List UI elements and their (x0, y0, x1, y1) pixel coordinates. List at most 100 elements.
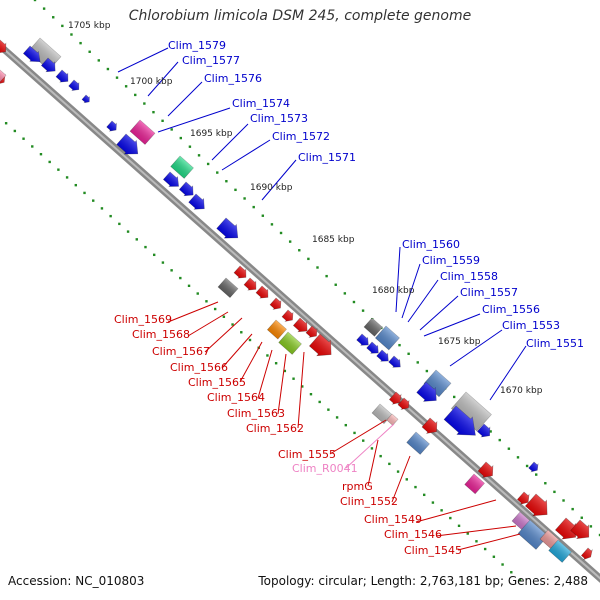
tick-dot (144, 245, 147, 249)
tick-dot (33, 0, 37, 2)
gene-arrow (269, 297, 282, 310)
gene-label[interactable]: Clim_1551 (526, 337, 584, 350)
gene-feature (266, 319, 287, 340)
tick-dot (197, 154, 201, 157)
tick-dot (57, 168, 60, 171)
gene-arrow (554, 517, 577, 540)
gene-arrow (356, 333, 369, 346)
gene-arrow (388, 355, 401, 368)
leader-line (117, 47, 169, 73)
gene-label[interactable]: Clim_1546 (384, 528, 442, 541)
tick-dot (327, 408, 330, 411)
gene-label[interactable]: Clim_1576 (204, 72, 262, 85)
tick-dot (240, 331, 243, 334)
leader-line (457, 533, 521, 551)
gene-labels: Clim_1579Clim_1577Clim_1576Clim_1574Clim… (114, 39, 584, 557)
tick-dot (283, 369, 287, 373)
leader-line (407, 279, 439, 323)
leader-line (449, 329, 503, 367)
tick-dot (353, 431, 356, 435)
leader-line (187, 311, 229, 337)
gene-label[interactable]: Clim_1559 (422, 254, 480, 267)
leader-line (415, 499, 497, 523)
gene-label[interactable]: Clim_1563 (227, 407, 285, 420)
gene-arrow (55, 69, 69, 83)
gene-arrow (376, 349, 389, 362)
gene-label[interactable]: Clim_1555 (278, 448, 336, 461)
gene-label[interactable]: Clim_1553 (502, 319, 560, 332)
tick-dot (92, 199, 95, 202)
map-title: Chlorobium limicola DSM 245, complete ge… (128, 8, 472, 24)
leader-line (435, 525, 517, 537)
gene-label[interactable]: Clim_1572 (272, 130, 330, 143)
leader-line (423, 313, 481, 337)
gene-label[interactable]: Clim_1558 (440, 270, 498, 283)
gene-label[interactable]: Clim_1577 (182, 54, 240, 67)
gene-label[interactable]: Clim_1562 (246, 422, 304, 435)
gene-label[interactable]: Clim_1552 (340, 495, 398, 508)
gene-label[interactable]: Clim_1565 (188, 376, 246, 389)
tick-dot (61, 24, 64, 28)
tick-dot (106, 67, 110, 71)
gene-label[interactable]: Clim_1574 (232, 97, 290, 110)
tick-dot (109, 214, 112, 218)
tick-dot (179, 136, 183, 140)
genome-backbone (0, 41, 600, 583)
tick-dot (407, 352, 410, 355)
tick-dot (489, 430, 492, 433)
tick-dot (440, 509, 443, 512)
tick-dot (501, 563, 504, 566)
leader-line (204, 317, 243, 353)
gene-label[interactable]: Clim_1556 (482, 303, 540, 316)
tick-dot (452, 395, 456, 399)
gene-feature (374, 325, 400, 351)
gene-label[interactable]: Clim_1566 (170, 361, 228, 374)
tick-dot (334, 283, 337, 286)
tick-dot (48, 160, 51, 164)
gene-label[interactable]: Clim_1564 (207, 391, 265, 404)
gene-label[interactable]: Clim_1560 (402, 238, 460, 251)
tick-dot (316, 266, 319, 269)
gene-arrow (116, 133, 139, 155)
gene-label[interactable]: Clim_1579 (168, 39, 226, 52)
gene-arrow (580, 547, 593, 561)
tick-dot (118, 222, 121, 226)
leader-line (221, 333, 253, 369)
gene-label[interactable]: Clim_1568 (132, 328, 190, 341)
tick-dot (97, 59, 100, 62)
gene-arrow (292, 317, 308, 333)
gene-feature (548, 539, 572, 563)
gene-label[interactable]: Clim_1573 (250, 112, 308, 125)
tick-label: 1695 kbp (190, 129, 233, 139)
gene-label[interactable]: Clim_1557 (460, 286, 518, 299)
leader-line (329, 419, 387, 455)
tick-dot (335, 416, 339, 419)
tick-dot (79, 41, 82, 45)
gene-feature (363, 317, 383, 337)
leader-line (395, 246, 401, 313)
tick-dot (222, 315, 226, 318)
leader-line (297, 351, 305, 429)
gene-label[interactable]: rpmG (342, 480, 373, 493)
tick-dot (88, 50, 91, 53)
tick-dot (100, 207, 104, 210)
gene-feature (129, 119, 156, 145)
tick-dot (498, 438, 501, 442)
gene-label[interactable]: Clim_1567 (152, 345, 210, 358)
tick-dot (234, 188, 237, 192)
tick-dot (126, 230, 130, 233)
gene-label[interactable]: Clim_1571 (298, 151, 356, 164)
tick-dot (325, 274, 328, 278)
tick-dot (379, 454, 382, 458)
gene-label[interactable]: Clim_R0041 (292, 462, 358, 475)
tick-label: 1705 kbp (68, 21, 111, 31)
tick-dot (13, 129, 17, 133)
gene-arrow (233, 265, 247, 279)
tick-dot (309, 392, 313, 396)
gene-label[interactable]: Clim_1545 (404, 544, 462, 557)
tick-dot (170, 128, 173, 131)
gene-feature (217, 277, 239, 299)
gene-label[interactable]: Clim_1569 (114, 313, 172, 326)
tick-dot (510, 571, 513, 574)
gene-label[interactable]: Clim_1549 (364, 513, 422, 526)
